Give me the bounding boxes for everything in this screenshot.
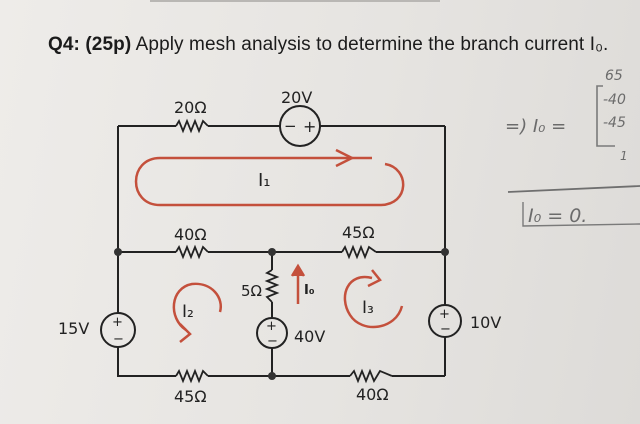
label-r-bot-left: 45Ω bbox=[174, 387, 207, 406]
question-text: Q4: (25p) Apply mesh analysis to determi… bbox=[48, 34, 608, 56]
node-right bbox=[441, 248, 449, 256]
mesh3-arrowhead bbox=[367, 269, 382, 288]
node-left bbox=[114, 248, 122, 256]
resistor-40ohm-mid bbox=[175, 244, 209, 260]
label-mesh3: I₃ bbox=[362, 298, 374, 318]
label-mesh2: I₂ bbox=[182, 302, 194, 322]
hand-answer-line: =) I₀ = bbox=[505, 116, 566, 137]
io-arrowhead bbox=[290, 263, 306, 277]
resistor-45ohm-mid bbox=[341, 244, 377, 260]
node-bottom bbox=[268, 372, 276, 380]
mesh1-loop-arrow bbox=[134, 156, 405, 207]
hand-stray-mark: 1 bbox=[620, 149, 628, 163]
resistor-45ohm-bottom bbox=[175, 368, 209, 384]
v40-plus-sign: + bbox=[266, 319, 277, 334]
label-v-center: 40V bbox=[294, 327, 325, 346]
v40-minus-sign: − bbox=[267, 334, 278, 349]
question-points: (25p) bbox=[85, 34, 132, 55]
mesh3-loop-arrow bbox=[343, 275, 404, 329]
question-body: Apply mesh analysis to determine the bra… bbox=[135, 34, 585, 55]
v15-plus-sign: + bbox=[112, 315, 123, 330]
label-io: I₀ bbox=[304, 283, 315, 298]
v10-minus-sign: − bbox=[440, 322, 451, 337]
resistor-40ohm-bottom bbox=[349, 368, 393, 384]
hand-final-answer: I₀ = 0. bbox=[528, 205, 587, 227]
hand-divider bbox=[507, 185, 640, 193]
resistor-5ohm bbox=[264, 269, 280, 303]
mesh1-arrowhead bbox=[335, 148, 355, 168]
question-target: I₀. bbox=[589, 34, 609, 55]
label-r-center: 5Ω bbox=[241, 282, 262, 300]
label-r-bot-right: 40Ω bbox=[356, 385, 389, 404]
hand-matrix-bracket bbox=[596, 85, 615, 147]
top-rule-line bbox=[150, 0, 440, 2]
hand-matrix-row1: 65 bbox=[605, 68, 623, 84]
mesh2-arrowhead bbox=[179, 323, 192, 343]
voltage-source-40v bbox=[256, 317, 288, 349]
v20-minus-sign: − bbox=[284, 117, 297, 135]
resistor-20ohm bbox=[175, 118, 209, 134]
hand-matrix-row3: -45 bbox=[603, 115, 626, 131]
question-number: Q4: bbox=[48, 34, 80, 55]
circuit-wires bbox=[117, 125, 446, 377]
node-center bbox=[268, 248, 276, 256]
mesh2-loop-arrow bbox=[172, 282, 223, 332]
voltage-source-10v bbox=[428, 304, 462, 338]
label-mesh1: I₁ bbox=[258, 170, 271, 191]
v20-plus-sign: + bbox=[303, 117, 316, 136]
label-v-right: 10V bbox=[470, 313, 501, 332]
voltage-source-20v bbox=[279, 105, 321, 147]
outer-wire bbox=[117, 126, 445, 377]
voltage-source-15v bbox=[100, 312, 136, 348]
label-r-mid-right: 45Ω bbox=[342, 223, 375, 242]
label-v-left: 15V bbox=[58, 319, 89, 338]
v15-minus-sign: − bbox=[113, 332, 124, 347]
label-r-top: 20Ω bbox=[174, 98, 207, 117]
label-v-top: 20V bbox=[281, 88, 312, 107]
label-r-mid-left: 40Ω bbox=[174, 225, 207, 244]
hand-matrix-row2: -40 bbox=[603, 92, 626, 108]
hand-answer-box bbox=[522, 202, 640, 227]
v10-plus-sign: + bbox=[439, 307, 450, 322]
